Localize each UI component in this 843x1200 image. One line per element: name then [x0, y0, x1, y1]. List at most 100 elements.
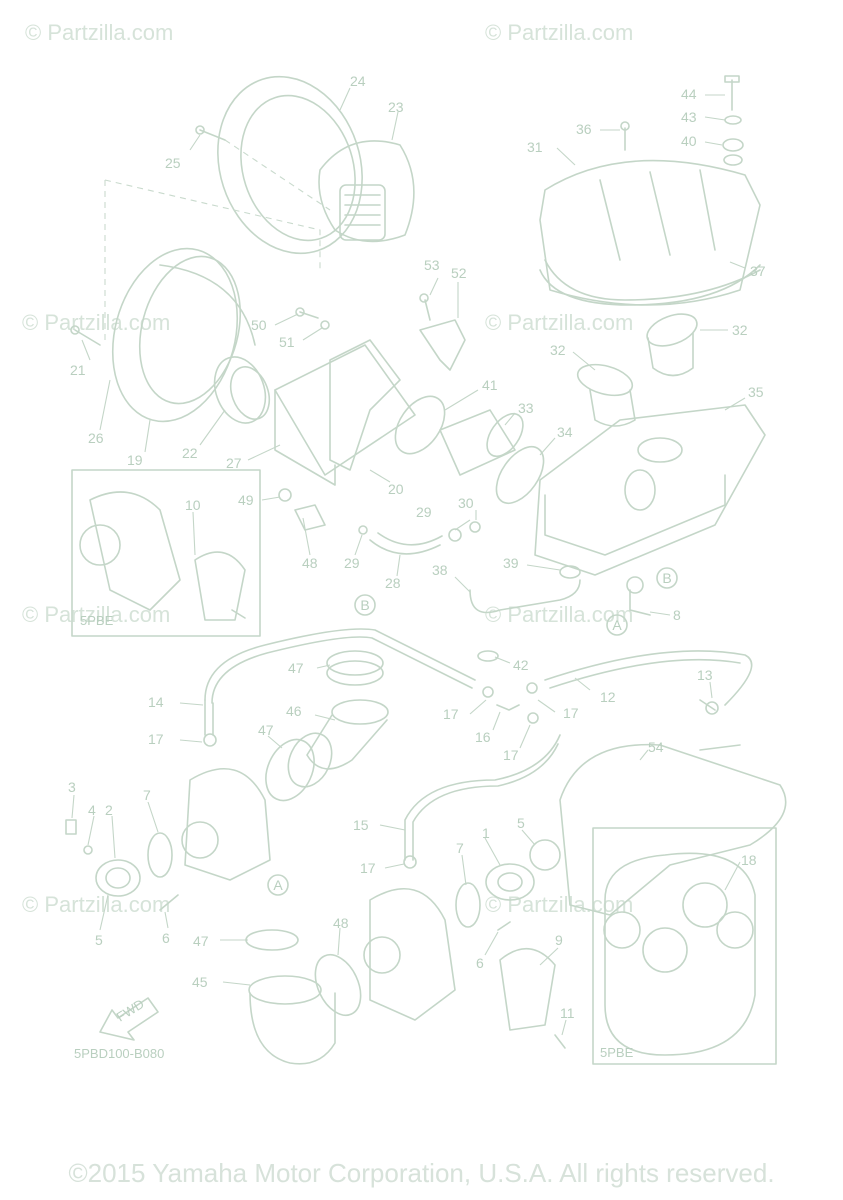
seal-34: [495, 446, 545, 504]
leader-line: [537, 699, 556, 713]
box-27: [274, 344, 416, 476]
air-box-assembly: [534, 75, 766, 616]
hose-14: [204, 628, 476, 701]
leader-line: [99, 894, 109, 931]
leader-line: [639, 749, 649, 761]
band-21: [74, 329, 101, 346]
plate-55: [559, 743, 787, 916]
callout: 30: [458, 495, 474, 511]
leader-line: [729, 261, 746, 269]
screw-head: [620, 121, 630, 131]
base-boss: [624, 469, 656, 511]
leader-line: [354, 534, 363, 556]
joint-46-body: [306, 714, 388, 770]
washer-43: [724, 115, 742, 125]
leader-line: [199, 409, 226, 446]
callout: 15: [353, 817, 369, 833]
carburetor-right: [245, 839, 566, 1065]
callout: 31: [527, 139, 543, 155]
seal-7: [147, 832, 173, 878]
leader-line: [484, 931, 499, 956]
leader-line: [144, 419, 151, 453]
callout: 49: [238, 492, 254, 508]
leader-line: [337, 927, 341, 956]
inset-frame: [71, 469, 261, 637]
case-rim: [159, 264, 256, 346]
gasket-hole: [682, 882, 728, 928]
holder-2: [95, 859, 141, 897]
plug-30: [469, 521, 481, 533]
carb-body-left: [184, 767, 271, 881]
hose-28: [369, 539, 441, 555]
callout: 46: [286, 703, 302, 719]
callout: 35: [748, 384, 764, 400]
inset-label: 5PBE: [600, 1045, 634, 1060]
cover-rib: [699, 169, 716, 251]
cover-rib: [649, 171, 671, 256]
callout: 38: [432, 562, 448, 578]
hose-15: [404, 734, 561, 861]
leader-line: [454, 519, 471, 531]
callout: 29: [344, 555, 360, 571]
leader-line: [71, 794, 75, 819]
joint-45-body: [249, 992, 336, 1065]
callout: 45: [192, 974, 208, 990]
funnel-body: [589, 389, 636, 427]
leader-line: [316, 664, 331, 669]
clamp-39: [559, 565, 581, 579]
grommet-lower: [723, 154, 743, 166]
callout: 13: [697, 667, 713, 683]
hose-28-inner: [377, 532, 443, 546]
intake-joints: [265, 650, 389, 802]
carburetor-left: [65, 767, 271, 911]
leader-line: [704, 141, 723, 146]
clip-4: [83, 845, 93, 855]
watermark: © Partzilla.com: [485, 310, 633, 335]
clamp-48c: [314, 953, 362, 1017]
clamp-48b: [287, 732, 333, 788]
leader-line: [492, 711, 501, 731]
callout: 5: [95, 932, 103, 948]
leader-line: [574, 677, 591, 691]
clip-17e: [403, 855, 417, 869]
callout: 47: [288, 660, 304, 676]
washer-52: [320, 320, 330, 330]
callout: 11: [560, 1005, 575, 1021]
callout: 48: [302, 555, 318, 571]
callout: 53: [424, 257, 440, 273]
clamp-47c: [245, 929, 299, 951]
callout: 52: [451, 265, 467, 281]
ref-letter: B: [360, 597, 369, 613]
callout: 1: [482, 825, 490, 841]
callout: 7: [143, 787, 151, 803]
leader-line: [461, 854, 467, 886]
inset-label: 5PBE: [80, 613, 114, 628]
leader-line: [339, 87, 351, 111]
leader-line: [99, 379, 111, 431]
callout: 28: [385, 575, 401, 591]
callout: 47: [258, 722, 274, 738]
leader-line: [526, 564, 561, 571]
o-ring-5: [529, 839, 561, 871]
callout: 7: [456, 840, 464, 856]
leader-line: [572, 351, 596, 371]
screw-head: [195, 125, 205, 135]
screw-11: [231, 609, 246, 619]
callout: 48: [333, 915, 349, 931]
watermark: © Partzilla.com: [22, 602, 170, 627]
leader-line: [302, 517, 311, 556]
ref-circle: [656, 567, 678, 589]
carb-bore-left: [181, 821, 219, 859]
screw-6b: [497, 921, 511, 931]
callout: 8: [673, 607, 681, 623]
callout: 43: [681, 109, 697, 125]
gasket-18: [604, 852, 756, 1056]
leader-line: [469, 699, 487, 715]
callout: 19: [127, 452, 143, 468]
hose-14-inner: [211, 636, 473, 704]
watermark: © Partzilla.com: [22, 310, 170, 335]
callout: 18: [741, 852, 757, 868]
leader-line: [454, 576, 471, 593]
hose-38: [469, 579, 581, 614]
